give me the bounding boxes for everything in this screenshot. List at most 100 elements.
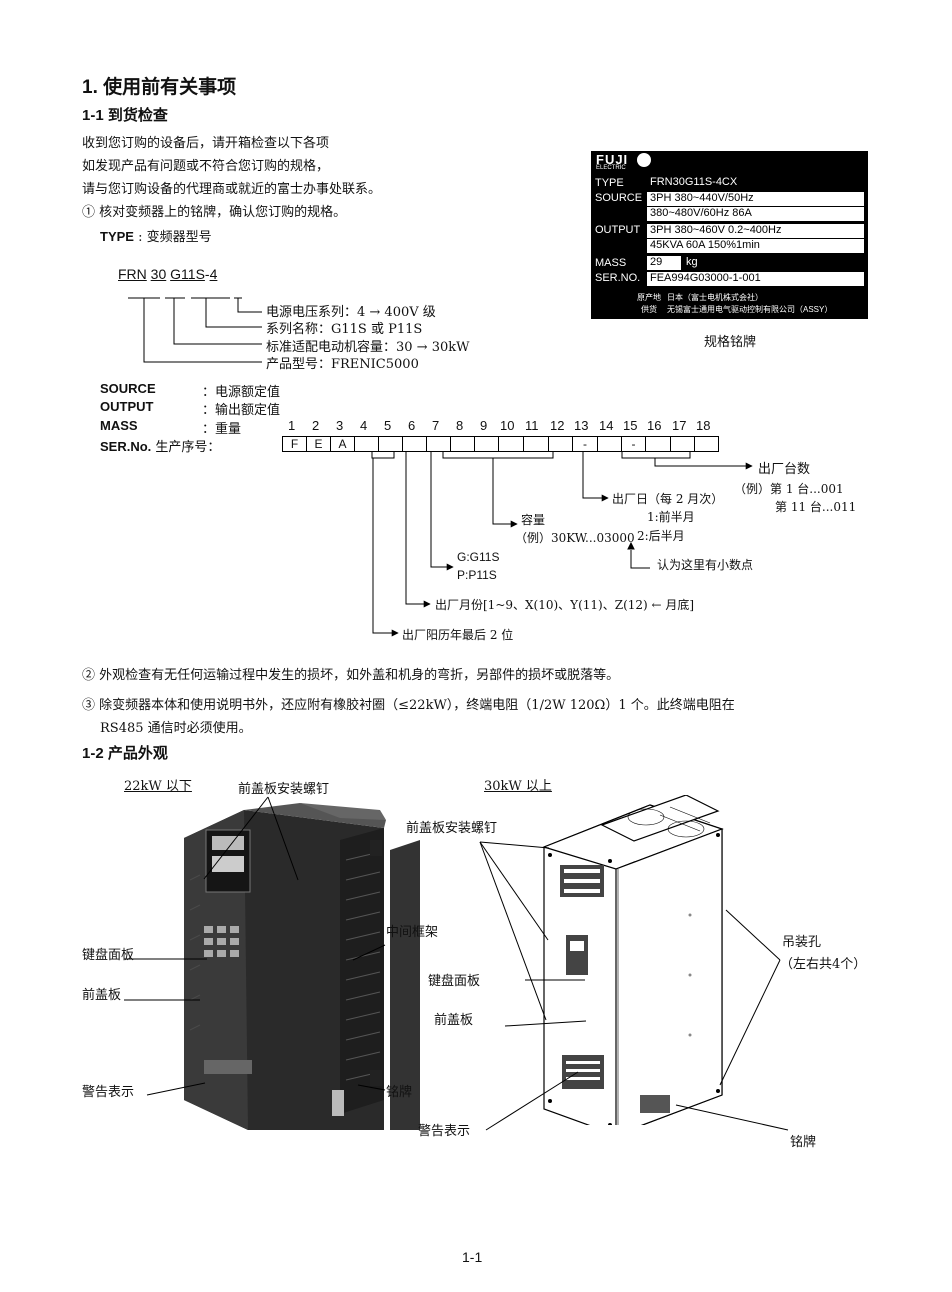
right-label-hoist-note: （左右共4个） (780, 957, 867, 972)
sn-digit-10: 10 (500, 418, 515, 433)
sn-cell-14 (597, 436, 622, 452)
note-3-line1: ③ 除变频器本体和使用说明书外，还应附有橡胶衬圈（≤22kW），终端电阻（1/2… (82, 698, 735, 713)
type-label: TYPE (100, 229, 134, 244)
right-label-warn: 警告表示 (418, 1124, 471, 1139)
sn-note-month: 出厂月份[1~9、X(10)、Y(11)、Z(12) ← 月底] (435, 598, 695, 612)
left-label-screw: 前盖板安装螺钉 (238, 782, 330, 797)
nameplate-output-label: OUTPUT (595, 224, 641, 236)
type-desc: : 变频器型号 (133, 230, 212, 245)
model-code-prefix: FRN (118, 266, 147, 282)
sn-note-year: 出厂阳历年最后 2 位 (402, 628, 514, 642)
right-label-cover: 前盖板 (434, 1013, 474, 1028)
sn-note-count-ex1: （例）第 1 台...001 (734, 482, 844, 496)
nameplate-origin-text: 日本（富士电机株式会社） (667, 293, 763, 302)
model-code-voltage: 4 (209, 266, 218, 282)
sn-cell-12 (548, 436, 573, 452)
model-code-capacity: 30 (150, 266, 167, 282)
sn-note-count: 出厂台数 (758, 462, 811, 477)
def-source-desc: ：电源额定值 (202, 385, 281, 400)
nameplate-serial-label: SER.NO. (595, 272, 641, 284)
def-mass-desc: ：重量 (202, 422, 242, 437)
nameplate-mass-value: 29 (647, 256, 681, 270)
sn-digit-2: 2 (312, 418, 320, 433)
sn-note-cap-ex: （例）30KW...03000 (515, 531, 635, 545)
intro-line-4: ① 核对变频器上的铭牌，确认您订购的规格。 (82, 205, 347, 220)
sn-cell-1: F (282, 436, 307, 452)
sn-cell-9 (474, 436, 499, 452)
left-label-warn: 警告表示 (82, 1085, 135, 1100)
nameplate-brand: FUJI (596, 152, 629, 167)
note-2: ② 外观检查有无任何运输过程中发生的损坏，如外盖和机身的弯折，另部件的损坏或脱落… (82, 668, 620, 683)
sn-cell-3: A (330, 436, 355, 452)
sn-digit-7: 7 (432, 418, 440, 433)
model-note-voltage: 电源电压系列：4 → 400V 级 (266, 305, 436, 320)
nameplate-supply-label: 供货 (641, 305, 657, 314)
right-label-hoist: 吊装孔 (782, 935, 822, 950)
def-output-term: OUTPUT (100, 399, 154, 414)
sn-digit-11: 11 (525, 418, 539, 433)
sn-cell-10 (498, 436, 524, 452)
right-model-title: 30kW 以上 (484, 779, 552, 794)
sn-label-cn: 生产序号： (151, 440, 221, 455)
spec-nameplate: FUJI ELECTRIC TYPE FRN30G11S-4CX SOURCE … (591, 151, 868, 319)
model-code: FRN 30 G11S-4 (118, 266, 217, 282)
sn-cell-2: E (306, 436, 331, 452)
sn-digit-14: 14 (599, 418, 614, 433)
page-title: 1. 使用前有关事项 (82, 77, 237, 98)
nameplate-output-line2: 45KVA 60A 150%1min (647, 239, 864, 253)
sn-cell-13: - (572, 436, 598, 452)
nameplate-output-line1: 3PH 380~460V 0.2~400Hz (647, 224, 864, 238)
sn-digit-9: 9 (480, 418, 488, 433)
def-source-term: SOURCE (100, 381, 156, 396)
left-label-keypad: 键盘面板 (82, 948, 135, 963)
sn-cell-7 (426, 436, 451, 452)
model-note-series: 系列名称：G11S 或 P11S (266, 322, 423, 337)
sn-cell-16 (645, 436, 671, 452)
model-note-product: 产品型号：FRENIC5000 (266, 357, 419, 372)
right-label-screw: 前盖板安装螺钉 (406, 821, 498, 836)
nameplate-source-line2: 380~480V/60Hz 86A (647, 207, 864, 221)
sn-cell-8 (450, 436, 475, 452)
sn-digit-13: 13 (574, 418, 589, 433)
sn-cell-4 (354, 436, 379, 452)
sn-note-count-ex2: 第 11 台...011 (775, 500, 857, 514)
def-mass-term: MASS (100, 418, 138, 433)
intro-line-1: 收到您订购的设备后，请开箱检查以下各项 (82, 136, 330, 151)
sn-cell-17 (670, 436, 695, 452)
sn-digit-3: 3 (336, 418, 344, 433)
sn-note-day1: 1:前半月 (647, 510, 695, 524)
sn-digit-4: 4 (360, 418, 368, 433)
model-note-capacity: 标准适配电动机容量：30 → 30kW (266, 340, 470, 355)
model-code-series: G11S (170, 266, 205, 282)
nameplate-supply-text: 无锡富士通用电气驱动控制有限公司（ASSY） (667, 305, 833, 314)
sn-note-day: 出厂日（每 2 月次） (612, 492, 724, 506)
page-number: 1-1 (462, 1249, 483, 1265)
sn-digit-17: 17 (672, 418, 687, 433)
inverter-large-drawing (542, 795, 724, 1125)
sn-digit-16: 16 (647, 418, 662, 433)
sn-note-series1: G:G11S (457, 550, 500, 564)
sn-label-en: SER.No. (100, 439, 152, 454)
fuji-logo-icon (637, 153, 651, 167)
sn-note-series2: P:P11S (457, 568, 497, 582)
sn-cell-5 (378, 436, 403, 452)
left-label-plate: 铭牌 (386, 1085, 413, 1100)
section-1-1-title: 1-1 到货检查 (82, 107, 168, 124)
left-label-cover: 前盖板 (82, 988, 122, 1003)
sn-digit-12: 12 (550, 418, 565, 433)
intro-line-2: 如发现产品有问题或不符合您订购的规格， (82, 159, 330, 174)
inverter-small-photo (184, 803, 420, 1130)
nameplate-type-label: TYPE (595, 177, 624, 189)
nameplate-source-label: SOURCE (595, 192, 643, 204)
sn-note-cap: 容量 (521, 513, 546, 527)
sn-digit-5: 5 (384, 418, 392, 433)
nameplate-caption: 规格铭牌 (704, 335, 757, 350)
sn-digit-6: 6 (408, 418, 416, 433)
sn-cell-18 (694, 436, 719, 452)
nameplate-mass-unit: kg (686, 256, 698, 268)
sn-digit-8: 8 (456, 418, 464, 433)
sn-digit-15: 15 (623, 418, 638, 433)
nameplate-type-value: FRN30G11S-4CX (647, 176, 864, 190)
nameplate-source-line1: 3PH 380~440V/50Hz (647, 192, 864, 206)
left-model-title: 22kW 以下 (124, 779, 192, 794)
